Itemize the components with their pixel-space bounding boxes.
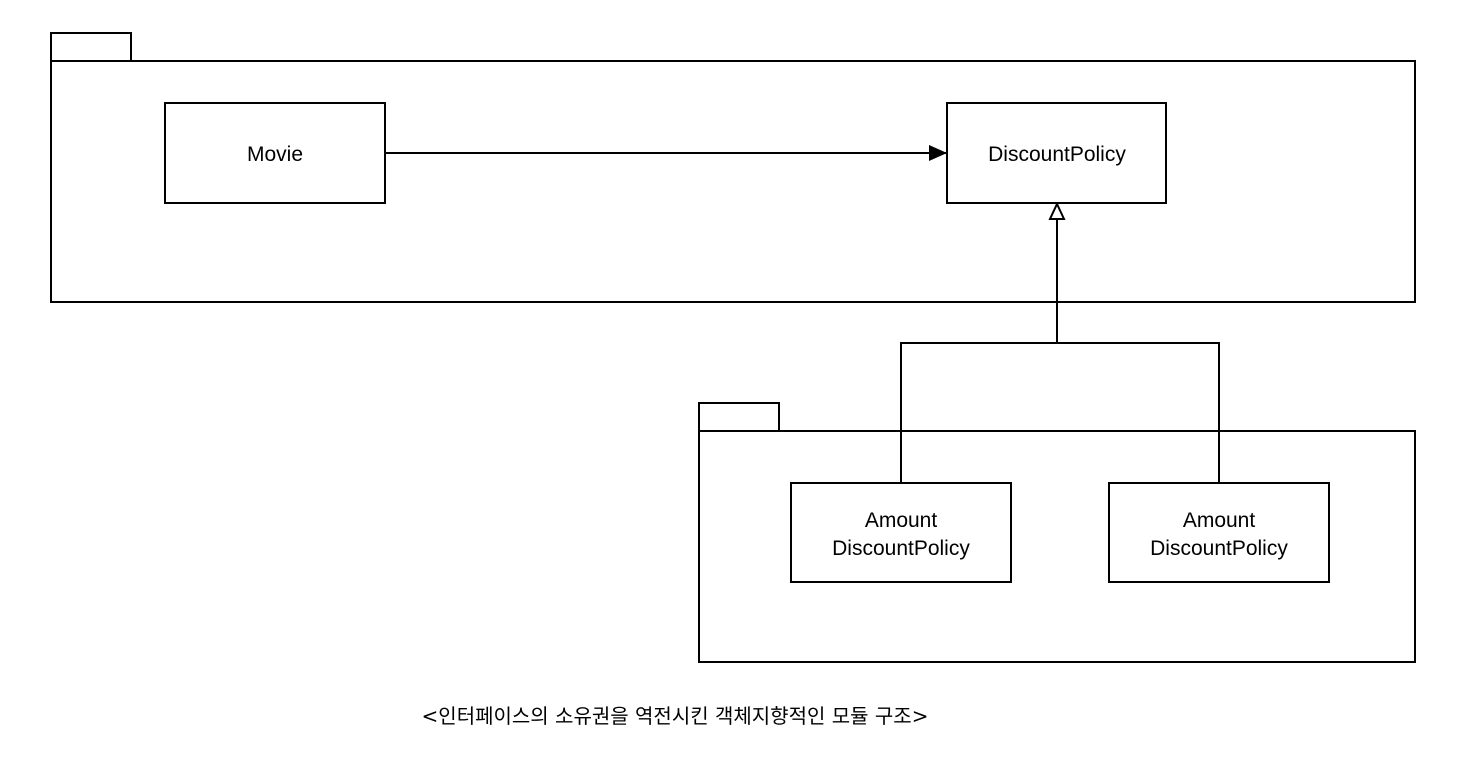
figure-caption: <인터페이스의 소유권을 역전시킨 객체지향적인 모듈 구조> bbox=[421, 704, 929, 728]
class-amount-policy-left: Amount DiscountPolicy bbox=[790, 482, 1012, 583]
package-bottom-body bbox=[698, 430, 1416, 663]
connectors bbox=[385, 145, 1220, 483]
class-discount-policy-label: DiscountPolicy bbox=[988, 143, 1126, 166]
class-amount-policy-left-label-line1: Amount bbox=[865, 509, 938, 532]
package-bottom-tab bbox=[698, 402, 780, 432]
generalization-line bbox=[900, 342, 1220, 483]
class-amount-policy-left-label-line2: DiscountPolicy bbox=[832, 537, 970, 560]
class-amount-policy-right-label-line1: Amount bbox=[1183, 509, 1256, 532]
package-top bbox=[50, 32, 1416, 303]
package-top-tab bbox=[50, 32, 132, 62]
generalization-arrowhead bbox=[1048, 201, 1066, 220]
package-top-body bbox=[50, 60, 1416, 303]
class-movie-box bbox=[164, 102, 386, 204]
class-movie: Movie bbox=[164, 102, 386, 204]
class-amount-policy-right-box bbox=[1108, 482, 1330, 583]
class-amount-policy-right: Amount DiscountPolicy bbox=[1108, 482, 1330, 583]
class-discount-policy-box bbox=[946, 102, 1167, 204]
class-amount-policy-right-label-line2: DiscountPolicy bbox=[1150, 537, 1288, 560]
class-movie-label: Movie bbox=[247, 143, 303, 166]
class-discount-policy: DiscountPolicy bbox=[946, 102, 1167, 204]
class-amount-policy-left-box bbox=[790, 482, 1012, 583]
package-bottom bbox=[698, 402, 1416, 663]
